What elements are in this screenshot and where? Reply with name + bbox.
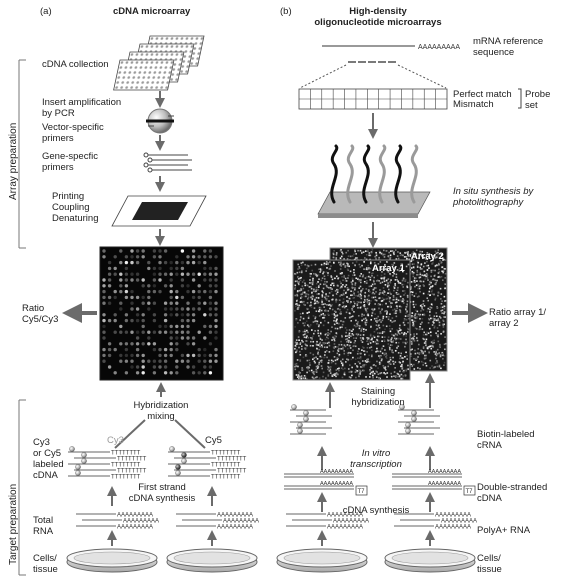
cdna-collection-label: cDNA collection [42,59,109,70]
polya-label: PolyA+ RNA [477,525,531,536]
cy3-or-cy5-label: Cy3 or Cy5 labeled cDNA [33,437,64,481]
panel-a-letter: (a) [40,6,52,17]
svg-text:AAAAAAAAA: AAAAAAAAA [327,525,363,531]
svg-text:AAAAAAAAA: AAAAAAAAA [428,469,461,475]
svg-text:AAAAAAAAA: AAAAAAAAA [333,519,369,525]
cdna-synthesis-label: cDNA synthesis [342,505,410,516]
svg-text:TTTTTTTT: TTTTTTTT [117,469,147,475]
double-stranded-cdna-right: AAAAAAAAA AAAAAAAAA T7 [392,469,476,496]
cy3-label: Cy3 [107,435,124,446]
double-stranded-label: Double-stranded cDNA [477,482,548,504]
panel-b-title: High-density oligonucleotide microarrays [314,6,442,28]
svg-text:AAAAAAAAA: AAAAAAAAA [217,525,253,531]
petri-dish-a-right [166,548,258,573]
svg-text:AAAAAAAAA: AAAAAAAAA [123,519,159,525]
probe-set-bracket [518,88,522,109]
biotin-crna-strands-right [398,404,440,435]
probe-set-grid [298,88,448,110]
funnel-line-right [397,64,447,89]
svg-text:TTTTTTTT: TTTTTTTT [211,463,241,469]
vector-primers-label: Vector-specific primers [42,122,104,144]
array-1-noise [294,261,410,380]
array-preparation-label: Array preparation [8,122,19,200]
gene-primers-label: Gene-specfic primers [42,151,98,173]
biotin-crna-strands-left [290,404,332,435]
svg-text:T7: T7 [358,489,366,495]
mrna-reference-label: mRNA reference sequence [473,36,544,58]
cdna-collection-plates [113,35,205,91]
svg-text:AAAAAAAAA: AAAAAAAAA [117,525,153,531]
petri-dish-b-left [276,548,368,573]
svg-text:TTTTTTTT: TTTTTTTT [111,463,141,469]
panel-b-letter: (b) [280,6,292,17]
total-rna-label: Total RNA [33,515,54,537]
petri-dish-b-right [384,548,476,573]
svg-text:AAAAAAAAA: AAAAAAAAA [441,519,477,525]
cdna-array-spots [102,249,218,375]
funnel-line-left [299,64,347,89]
cells-tissue-b-label: Cells/ tissue [477,553,502,575]
array-2-label: Array 2 [411,251,444,262]
primer-strands [143,152,192,173]
insert-amplification-label: Insert amplification by PCR [42,97,122,119]
svg-text:TTTTTTTT: TTTTTTTT [117,457,147,463]
ratio-b-label: Ratio array 1/ array 2 [489,307,547,329]
cells-tissue-a-label: Cells/ tissue [33,553,58,575]
svg-text:TTTTTTTT: TTTTTTTT [211,475,241,481]
cy5-label: Cy5 [205,435,222,446]
printing-label: Printing Coupling Denaturing [52,191,99,224]
petri-dish-a-left [66,548,158,573]
svg-text:AAAAAAAAA: AAAAAAAAA [320,481,353,487]
svg-text:AAAAAAAAA: AAAAAAAAA [217,513,253,519]
svg-text:T7: T7 [466,489,474,495]
staining-label: Staining hybridization [351,386,405,408]
svg-text:AAAAAAAAA: AAAAAAAAA [327,513,363,519]
svg-text:AAAAAAAAA: AAAAAAAAA [117,513,153,519]
array-preparation-bracket [18,59,26,249]
mrna-poly-a-tail: AAAAAAAAA [418,44,460,51]
in-situ-synthesis-chip [317,144,431,218]
svg-text:AAAAAAAAA: AAAAAAAAA [320,469,353,475]
perfect-match-label: Perfect match [453,89,512,100]
svg-text:TTTTTTTT: TTTTTTTT [211,451,241,457]
pcr-product-icon [146,108,174,134]
double-stranded-cdna-left: AAAAAAAAA AAAAAAAAA T7 [284,469,368,496]
svg-text:TTTTTTTT: TTTTTTTT [217,469,247,475]
mismatch-label: Mismatch [453,99,494,110]
branch-line-cy5 [174,419,206,449]
target-preparation-bracket [18,399,26,576]
in-situ-label: In situ synthesis by photolithography [453,186,534,208]
first-strand-label: First strand cDNA synthesis [128,482,196,504]
mrna-reference-line: AAAAAAAAA [322,44,460,51]
svg-text:AAAAAAAAA: AAAAAAAAA [428,481,461,487]
svg-text:AAAAAAAAA: AAAAAAAAA [435,513,471,519]
printed-glass-slide [111,195,207,227]
panel-a-title: cDNA microarray [113,6,191,17]
branch-line-cy3 [114,419,146,449]
target-preparation-label: Target preparation [8,483,19,565]
svg-text:AAAAAAAAA: AAAAAAAAA [435,525,471,531]
svg-text:TTTTTTTT: TTTTTTTT [111,451,141,457]
ratio-a-label: Ratio Cy5/Cy3 [22,303,59,325]
array-1-label: Array 1 [372,263,405,274]
svg-text:TTTTTTTT: TTTTTTTT [111,475,141,481]
svg-text:AAAAAAAAA: AAAAAAAAA [223,519,259,525]
hybridization-label: Hybridization mixing [133,400,189,422]
svg-text:TTTTTTTT: TTTTTTTT [217,457,247,463]
in-vitro-label: In vitro transcription [350,448,402,470]
probe-set-label: Probe set [525,89,551,111]
biotin-label: Biotin-labeled cRNA [477,429,535,451]
